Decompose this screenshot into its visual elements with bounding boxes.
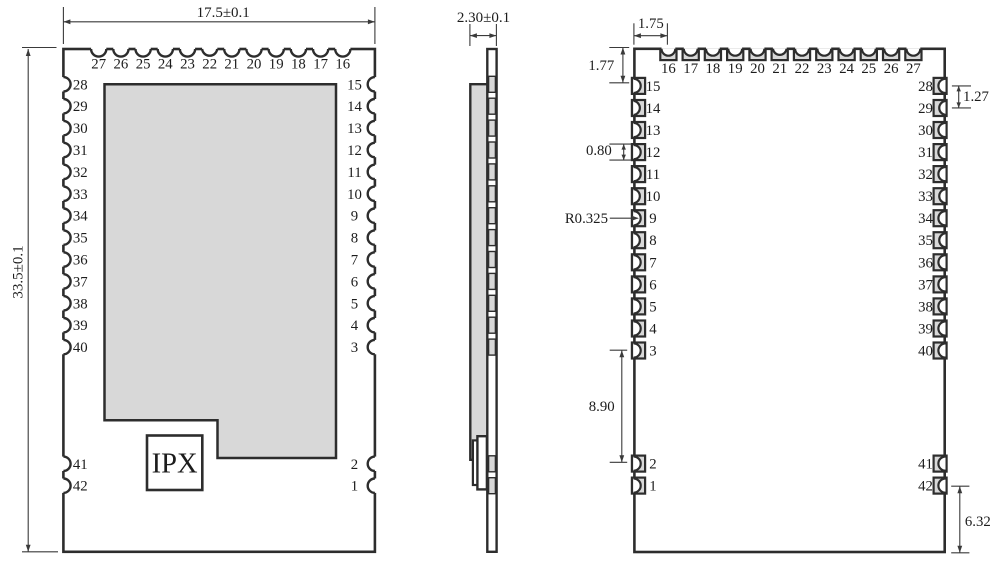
svg-text:25: 25 (861, 61, 876, 77)
svg-text:30: 30 (918, 123, 933, 139)
svg-text:41: 41 (73, 457, 88, 473)
svg-text:4: 4 (649, 322, 657, 338)
svg-text:7: 7 (351, 253, 358, 269)
svg-text:2: 2 (649, 457, 656, 473)
svg-text:14: 14 (347, 99, 362, 115)
svg-text:8.90: 8.90 (589, 399, 615, 415)
svg-text:14: 14 (646, 101, 661, 117)
svg-text:36: 36 (918, 255, 933, 271)
svg-text:12: 12 (646, 145, 661, 161)
svg-text:12: 12 (347, 143, 362, 159)
svg-text:32: 32 (73, 165, 88, 181)
svg-text:4: 4 (351, 318, 359, 334)
svg-text:36: 36 (73, 253, 88, 269)
svg-text:8: 8 (351, 231, 358, 247)
svg-text:17: 17 (313, 56, 328, 72)
svg-text:18: 18 (706, 61, 721, 77)
svg-text:6.32: 6.32 (965, 514, 991, 530)
svg-text:33: 33 (918, 189, 933, 205)
svg-text:34: 34 (73, 209, 88, 225)
svg-text:13: 13 (646, 123, 661, 139)
svg-text:2.30±0.1: 2.30±0.1 (457, 10, 510, 26)
svg-text:26: 26 (114, 56, 129, 72)
svg-text:20: 20 (750, 61, 765, 77)
svg-text:11: 11 (646, 167, 660, 183)
svg-text:17.5±0.1: 17.5±0.1 (197, 5, 250, 21)
svg-text:28: 28 (73, 77, 88, 93)
svg-text:20: 20 (247, 56, 262, 72)
svg-text:8: 8 (649, 233, 656, 249)
svg-text:3: 3 (649, 344, 656, 360)
svg-text:24: 24 (158, 56, 173, 72)
svg-text:19: 19 (269, 56, 284, 72)
svg-text:32: 32 (918, 167, 933, 183)
svg-text:35: 35 (918, 233, 933, 249)
svg-text:18: 18 (291, 56, 306, 72)
svg-text:31: 31 (918, 145, 933, 161)
svg-text:37: 37 (73, 274, 88, 290)
svg-text:1: 1 (649, 479, 656, 495)
svg-text:39: 39 (73, 318, 88, 334)
svg-text:1.27: 1.27 (963, 89, 989, 105)
svg-text:29: 29 (918, 101, 933, 117)
svg-text:38: 38 (73, 296, 88, 312)
svg-text:39: 39 (918, 322, 933, 338)
svg-text:15: 15 (347, 77, 362, 93)
svg-text:15: 15 (646, 79, 661, 95)
svg-text:22: 22 (202, 56, 217, 72)
svg-text:40: 40 (918, 344, 933, 360)
svg-text:19: 19 (728, 61, 743, 77)
svg-text:29: 29 (73, 99, 88, 115)
svg-text:34: 34 (918, 211, 933, 227)
svg-text:16: 16 (661, 61, 676, 77)
svg-text:33: 33 (73, 187, 88, 203)
svg-text:2: 2 (351, 457, 358, 473)
svg-text:22: 22 (795, 61, 810, 77)
svg-text:28: 28 (918, 79, 933, 95)
svg-text:40: 40 (73, 340, 88, 356)
svg-text:25: 25 (136, 56, 151, 72)
svg-text:27: 27 (91, 56, 106, 72)
svg-text:30: 30 (73, 121, 88, 137)
svg-text:6: 6 (649, 277, 656, 293)
svg-text:5: 5 (351, 296, 358, 312)
svg-text:21: 21 (772, 61, 787, 77)
svg-text:IPX: IPX (152, 448, 198, 479)
svg-text:9: 9 (351, 209, 358, 225)
svg-text:42: 42 (73, 479, 88, 495)
svg-text:6: 6 (351, 274, 358, 290)
svg-text:10: 10 (646, 189, 661, 205)
svg-text:13: 13 (347, 121, 362, 137)
svg-text:11: 11 (347, 165, 361, 181)
svg-text:26: 26 (884, 61, 899, 77)
svg-text:23: 23 (180, 56, 195, 72)
svg-text:31: 31 (73, 143, 88, 159)
svg-text:1: 1 (351, 479, 358, 495)
svg-text:1.75: 1.75 (638, 16, 664, 32)
svg-text:5: 5 (649, 299, 656, 315)
svg-text:1.77: 1.77 (588, 58, 614, 74)
svg-text:37: 37 (918, 277, 933, 293)
svg-text:3: 3 (351, 340, 358, 356)
svg-text:0.80: 0.80 (586, 143, 612, 159)
svg-text:10: 10 (347, 187, 362, 203)
svg-text:33.5±0.1: 33.5±0.1 (11, 245, 27, 298)
svg-text:21: 21 (224, 56, 239, 72)
svg-text:38: 38 (918, 299, 933, 315)
svg-text:R0.325: R0.325 (565, 211, 608, 227)
svg-text:9: 9 (649, 211, 656, 227)
svg-text:7: 7 (649, 255, 656, 271)
svg-text:23: 23 (817, 61, 832, 77)
svg-text:35: 35 (73, 231, 88, 247)
svg-text:42: 42 (918, 479, 933, 495)
svg-text:17: 17 (683, 61, 698, 77)
svg-text:27: 27 (906, 61, 921, 77)
svg-text:41: 41 (918, 457, 933, 473)
svg-text:24: 24 (839, 61, 854, 77)
svg-text:16: 16 (335, 56, 350, 72)
